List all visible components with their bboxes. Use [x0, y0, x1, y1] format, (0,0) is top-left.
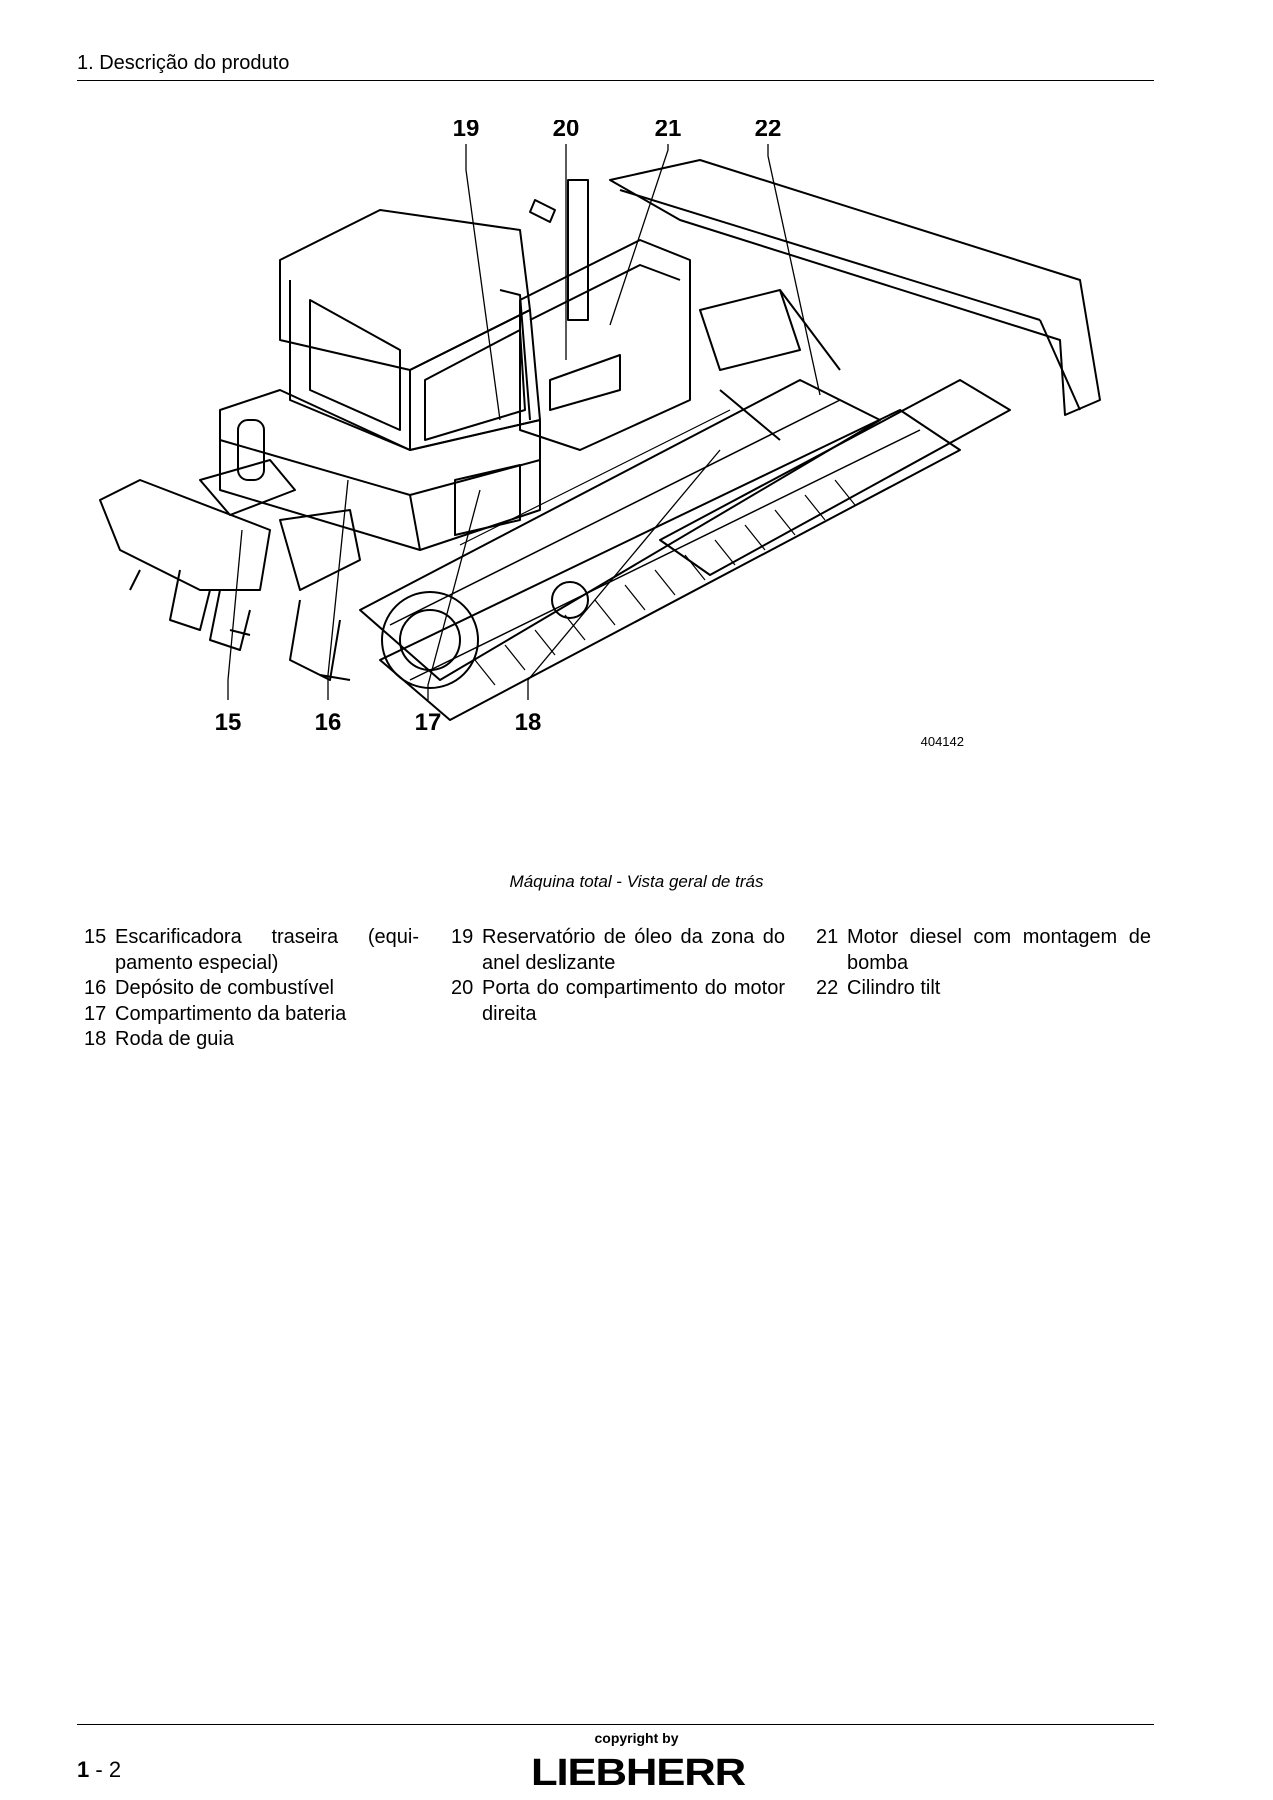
- callout-15: 15: [215, 709, 242, 736]
- footer-divider: [77, 1724, 1154, 1725]
- legend-number: 15: [84, 926, 107, 948]
- dozer-line-drawing: 19 20 21 22 15 16 17 18 404142: [99, 120, 1101, 749]
- legend-text: Reservatório de óleo da zona do anel des…: [482, 926, 785, 974]
- legend-text: Escarificadora traseira (equi-pamento es…: [115, 926, 419, 974]
- legend-number: 16: [84, 977, 107, 999]
- cab-roof: [279, 209, 531, 371]
- caption-main: Máquina total: [509, 872, 612, 891]
- callout-19: 19: [453, 120, 480, 142]
- leader-21: [609, 144, 669, 326]
- legend-column-2: 19 Reservatório de óleo da zona do anel d…: [451, 925, 785, 1027]
- machine-illustration: 19 20 21 22 15 16 17 18 404142: [80, 120, 1180, 880]
- legend-item: 20 Porta do compartimento do motor direit…: [451, 976, 785, 1027]
- fuel-tank: [219, 389, 541, 551]
- battery-door: [454, 464, 521, 536]
- callout-18: 18: [515, 709, 542, 736]
- figure-id: 404142: [921, 734, 964, 749]
- legend-column-3: 21 Motor diesel com montagem de bomba 22 C…: [816, 925, 1151, 1002]
- figure-caption: Máquina total - Vista geral de trás: [0, 872, 1273, 892]
- liebherr-logo: LIEBHERR: [531, 1752, 747, 1792]
- legend-number: 18: [84, 1028, 107, 1050]
- legend-number: 17: [84, 1002, 107, 1025]
- caption-sub: Vista geral de trás: [626, 872, 764, 891]
- track: [379, 409, 961, 721]
- leader-17: [427, 489, 481, 700]
- leader-18: [527, 449, 721, 700]
- header-divider: [77, 80, 1154, 81]
- track-frame: [359, 379, 881, 681]
- legend-text: Porta do compartimento do motor direita: [482, 977, 785, 1025]
- page-number: 1 - 2: [77, 1757, 121, 1783]
- legend-text: Cilindro tilt: [847, 977, 941, 999]
- legend-text: Roda de guia: [115, 1028, 234, 1050]
- page-chapter: 1: [77, 1757, 90, 1782]
- leader-15: [227, 529, 243, 700]
- legend-number: 21: [816, 926, 839, 948]
- callout-22: 22: [755, 120, 782, 142]
- leader-19: [465, 144, 501, 421]
- legend-item: 19 Reservatório de óleo da zona do anel d…: [451, 925, 785, 976]
- legend-number: 19: [451, 926, 474, 948]
- callout-16: 16: [315, 709, 342, 736]
- copyright-text: copyright by: [594, 1730, 679, 1746]
- ripper-cylinder: [237, 419, 265, 481]
- legend-text: Depósito de combustível: [115, 977, 335, 999]
- legend-item: 16 Depósito de combustível: [84, 976, 419, 1002]
- legend-column-1: 15 Escarificadora traseira (equi-pamento …: [84, 925, 419, 1053]
- legend-item: 18 Roda de guia: [84, 1027, 419, 1053]
- legend-item: 22 Cilindro tilt: [816, 976, 1151, 1002]
- cab-frame: [289, 280, 411, 451]
- blade: [609, 159, 1101, 416]
- callout-20: 20: [553, 120, 580, 142]
- callout-17: 17: [415, 709, 442, 736]
- legend-item: 17 Compartimento da bateria: [84, 1002, 419, 1028]
- push-arm: [659, 379, 1011, 576]
- caption-separator: -: [611, 872, 627, 891]
- page-header-title: 1. Descrição do produto: [77, 52, 290, 74]
- legend-number: 22: [816, 977, 839, 999]
- callout-21: 21: [655, 120, 682, 142]
- legend-text: Compartimento da bateria: [115, 1002, 347, 1025]
- leader-16: [327, 479, 349, 700]
- legend-item: 21 Motor diesel com montagem de bomba: [816, 925, 1151, 976]
- page-separator: -: [89, 1757, 109, 1782]
- logo-wordmark: LIEBHERR: [531, 1752, 746, 1792]
- ripper-frame: [99, 479, 271, 591]
- legend-text: Motor diesel com montagem de bomba: [847, 926, 1151, 974]
- exhaust-stack: [567, 179, 589, 321]
- page-number-value: 2: [108, 1757, 122, 1782]
- legend-number: 20: [451, 977, 474, 999]
- leader-22: [767, 144, 821, 396]
- legend-item: 15 Escarificadora traseira (equi-pamento …: [84, 925, 419, 976]
- engine-hood: [519, 239, 691, 451]
- idler-wheel: [381, 591, 479, 689]
